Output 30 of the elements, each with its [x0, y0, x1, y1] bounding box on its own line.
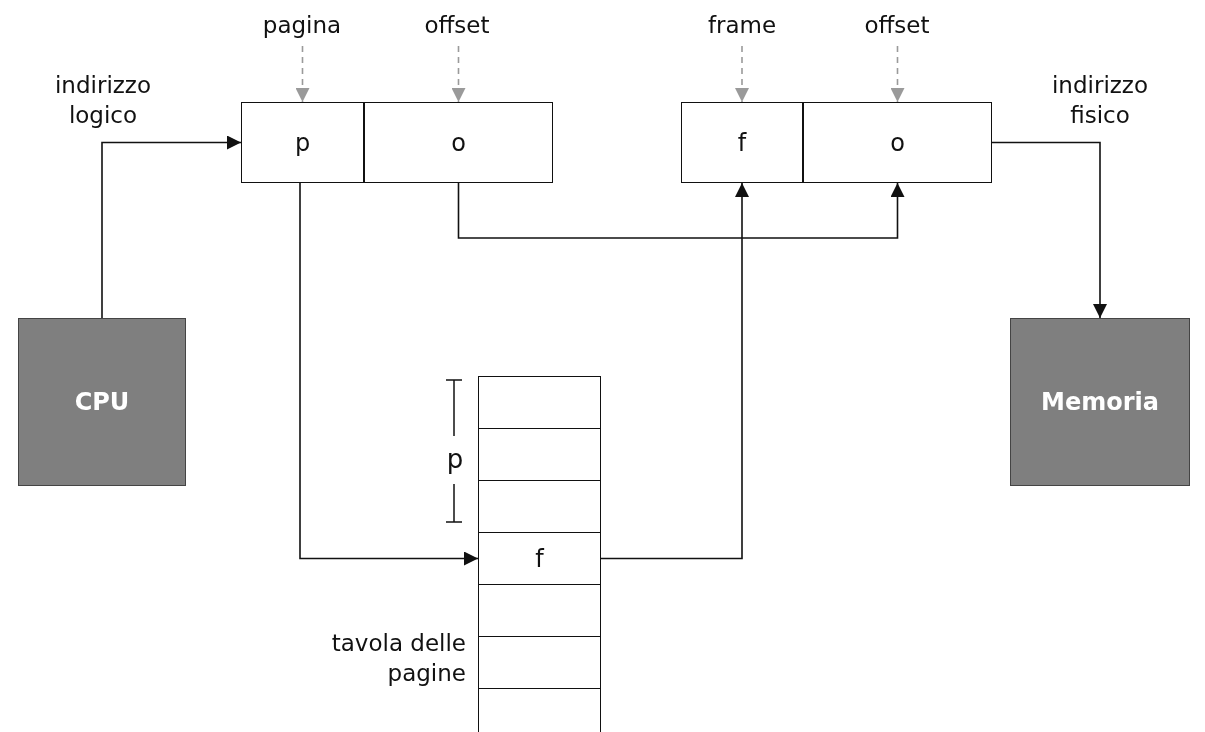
page-table-row	[478, 688, 601, 732]
arrow	[991, 141, 1107, 319]
field-label: frame	[707, 12, 777, 38]
page-number-field: p	[241, 102, 364, 183]
arrow	[600, 182, 749, 560]
arrow	[101, 135, 242, 319]
page-table-row	[478, 480, 601, 533]
dashed-arrow	[295, 45, 310, 103]
bracket-label: p	[445, 444, 465, 474]
field-label: pagina	[262, 12, 342, 38]
arrow	[299, 182, 479, 566]
dashed-arrow	[890, 45, 905, 103]
page-table-row	[478, 584, 601, 637]
page-table-row	[478, 376, 601, 429]
address-label: indirizzo fisico	[1051, 71, 1149, 130]
address-label: indirizzo logico	[54, 71, 152, 130]
table-caption: tavola delle pagine	[330, 629, 466, 688]
field-label: offset	[424, 12, 490, 38]
cpu-box: CPU	[18, 318, 186, 486]
memory-box: Memoria	[1010, 318, 1190, 486]
dashed-arrow	[451, 45, 466, 103]
frame-number-field: f	[681, 102, 803, 183]
offset-field: o	[803, 102, 992, 183]
page-table-row	[478, 636, 601, 689]
arrow	[457, 182, 905, 239]
field-label: offset	[864, 12, 930, 38]
offset-field: o	[364, 102, 553, 183]
page-table-row: f	[478, 532, 601, 585]
page-table-row	[478, 428, 601, 481]
dashed-arrow	[735, 45, 749, 103]
